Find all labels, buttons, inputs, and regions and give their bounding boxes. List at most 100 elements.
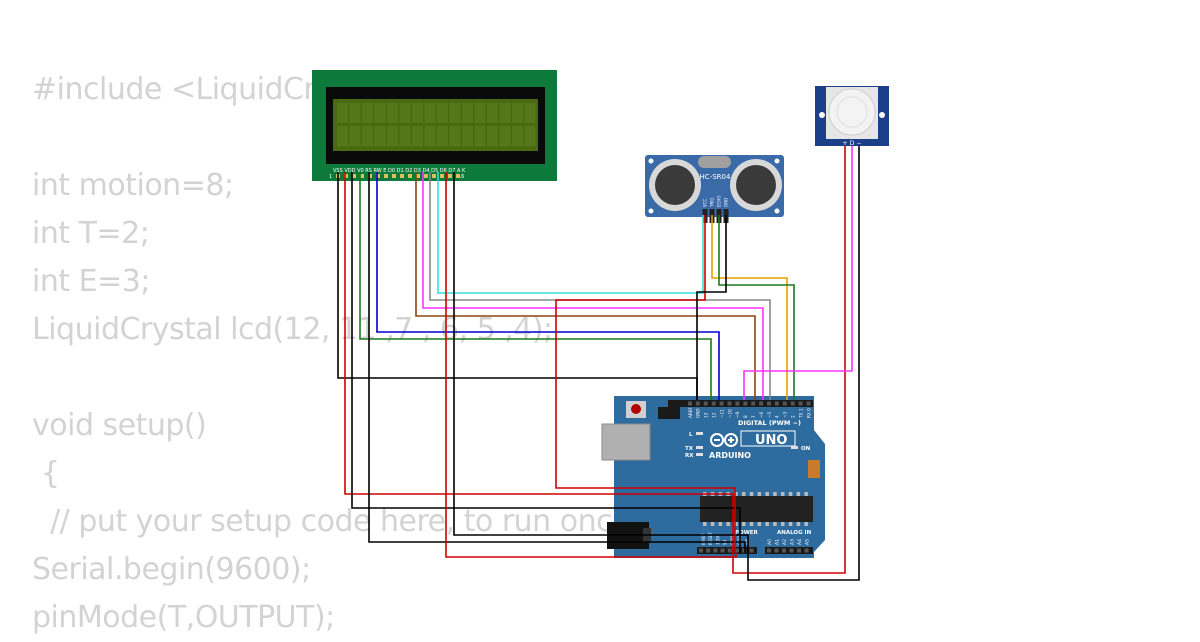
digital-pin-hole[interactable] (695, 401, 700, 406)
power-pin-hole[interactable] (699, 548, 703, 553)
analog-pin-hole[interactable] (797, 548, 801, 553)
lcd-cell (449, 103, 461, 123)
lcd-pin-row (336, 174, 460, 178)
wire-lcd-rs-d12[interactable] (359, 172, 712, 400)
sensor-pin-label: ECHO (717, 196, 722, 207)
power-pin-hole[interactable] (720, 548, 725, 553)
lcd-pin[interactable] (440, 174, 444, 178)
lcd-cell (487, 126, 498, 146)
lcd-cell (437, 103, 448, 123)
digital-pin-hole[interactable] (743, 401, 748, 406)
lcd-pin[interactable] (360, 174, 364, 178)
lcd-pin[interactable] (368, 174, 372, 178)
lcd-pin[interactable] (344, 174, 348, 178)
lcd-cell (387, 126, 398, 146)
analog-pin-hole[interactable] (789, 548, 794, 553)
digital-pin-hole[interactable] (774, 401, 779, 406)
digital-pin-hole[interactable] (703, 401, 708, 406)
digital-pin-hole[interactable] (790, 401, 795, 406)
wire-pir-out-d8[interactable] (743, 146, 853, 400)
power-pin-hole[interactable] (713, 548, 718, 553)
analog-pin-hole[interactable] (804, 548, 809, 553)
wire-lcd-e-d11[interactable] (376, 172, 720, 400)
wire-sr-gnd-gnd[interactable] (696, 215, 727, 400)
wire-lcd-d5-d4[interactable] (422, 172, 764, 400)
power-pin-label: RESET (708, 532, 713, 545)
lcd-cell (512, 103, 523, 123)
digital-pin-label: ~9 (735, 411, 740, 418)
wire-sr-vcc-5v[interactable] (555, 215, 736, 553)
lcd-pin-first: 1 (329, 174, 332, 180)
led-tx-label: TX (685, 446, 694, 452)
wire-lcd-vss-gnd[interactable] (337, 172, 698, 400)
wire-sr-echo-d3[interactable] (718, 215, 795, 400)
wire-lcd-d7-d7[interactable] (437, 172, 704, 294)
pir-sensor[interactable]: +D− (815, 86, 889, 147)
atmega-chip (700, 492, 813, 526)
digital-pin-label: 7 (751, 415, 756, 418)
analog-pin-hole[interactable] (774, 548, 779, 553)
lcd-cell (349, 126, 361, 146)
analog-pin-label: A0 (767, 539, 773, 545)
digital-pin-label: ~10 (727, 409, 732, 418)
digital-pin-hole[interactable] (719, 401, 724, 406)
icsp-header-top (658, 407, 680, 419)
analog-pin-hole[interactable] (782, 548, 786, 553)
power-pin-hole[interactable] (749, 548, 754, 553)
lcd-module[interactable]: VSS VDD V0 RS RW E D0 D1 D2 D3 D4 D5 D6 … (312, 70, 557, 181)
lcd-cell (412, 103, 423, 123)
code-line: { (32, 456, 60, 491)
arduino-logo-icon (710, 433, 738, 447)
digital-pin-hole[interactable] (767, 401, 771, 406)
lcd-pin[interactable] (392, 174, 396, 178)
wire-lcd-vdd-5v[interactable] (344, 172, 734, 553)
lcd-cell (487, 103, 498, 123)
digital-pin-hole[interactable] (727, 401, 732, 406)
lcd-pin[interactable] (432, 174, 436, 178)
power-header (697, 547, 757, 554)
sensor-pin-label: VCC (703, 198, 708, 207)
power-pin-hole[interactable] (727, 548, 732, 553)
digital-pin-hole[interactable] (798, 401, 803, 406)
lcd-pin[interactable] (408, 174, 412, 178)
lcd-pin[interactable] (448, 174, 452, 178)
digital-pin-hole[interactable] (759, 401, 764, 406)
digital-pin-label: 4 (775, 415, 780, 418)
digital-label: DIGITAL (PWM ~) (738, 419, 801, 427)
lcd-pin[interactable] (352, 174, 356, 178)
wire-sr-trig-d2[interactable] (711, 215, 788, 400)
digital-pin-hole[interactable] (711, 401, 716, 406)
digital-pin-hole[interactable] (688, 401, 692, 406)
uno-badge (740, 430, 796, 447)
digital-pin-hole[interactable] (735, 401, 740, 406)
code-line: Serial.begin(9600); (32, 552, 311, 587)
power-pin-hole[interactable] (735, 548, 739, 553)
lcd-pin[interactable] (376, 174, 380, 178)
digital-pin-hole[interactable] (782, 401, 787, 406)
wire-lcd-rw-gnd[interactable] (368, 172, 746, 553)
analog-header (765, 547, 813, 554)
lcd-pin[interactable] (384, 174, 388, 178)
power-pin-hole[interactable] (706, 548, 711, 553)
digital-pin-hole[interactable] (751, 401, 756, 406)
wire-lcd-d4-d5[interactable] (415, 172, 756, 400)
pir-dome (828, 88, 876, 136)
digital-pin-hole[interactable] (806, 401, 811, 406)
wire-lcd-a-5v[interactable] (445, 172, 737, 558)
lcd-cell (337, 126, 348, 146)
lcd-pin[interactable] (424, 174, 428, 178)
digital-pin-label: ~5 (767, 411, 772, 418)
lcd-pin[interactable] (400, 174, 404, 178)
analog-pin-hole[interactable] (767, 548, 771, 553)
wire-pir-gnd-gnd[interactable] (747, 146, 860, 581)
wire-pir-vcc-5v[interactable] (732, 146, 846, 574)
wire-lcd-v0-gnd[interactable] (351, 172, 741, 553)
wire-lcd-k-gnd[interactable] (453, 172, 749, 553)
lcd-pin-labels: VSS VDD V0 RS RW E D0 D1 D2 D3 D4 D5 D6 … (333, 168, 466, 174)
lcd-pin[interactable] (456, 174, 460, 178)
lcd-pin[interactable] (416, 174, 420, 178)
lcd-cell (499, 126, 511, 146)
